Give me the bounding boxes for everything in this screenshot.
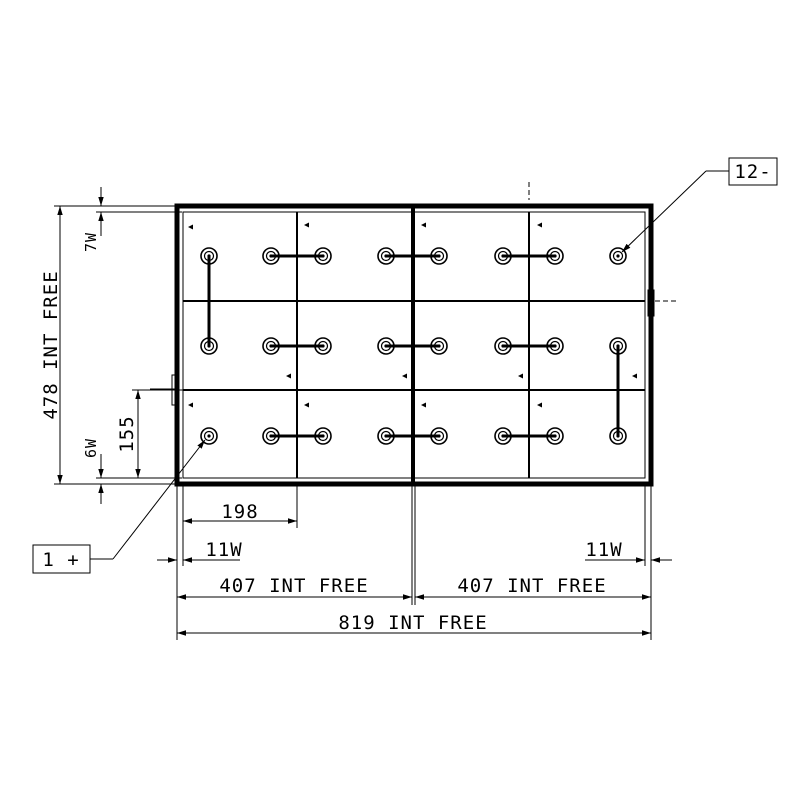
terminal-post xyxy=(430,247,448,265)
terminal-post xyxy=(609,247,627,265)
dimension-left-wall: 11W xyxy=(157,539,242,563)
terminal-post xyxy=(262,247,280,265)
dim-left-half-text: 407 INT FREE xyxy=(219,575,368,597)
vent-marker xyxy=(421,402,426,408)
dimension-row-height: 155 xyxy=(116,389,183,478)
vent-marker xyxy=(518,373,523,379)
dimension-extension-lines xyxy=(176,486,652,640)
terminal-post xyxy=(494,427,512,445)
vent-marker xyxy=(632,373,637,379)
terminal-posts xyxy=(200,247,627,445)
dim-row-height-text: 155 xyxy=(116,415,138,452)
dimension-right-half: 407 INT FREE xyxy=(415,575,651,600)
vent-marker xyxy=(402,373,407,379)
vent-marker xyxy=(188,402,193,408)
callout-negative-label: 12- xyxy=(734,161,771,183)
right-lug xyxy=(647,289,655,317)
terminal-post xyxy=(377,427,395,445)
terminal-post xyxy=(314,337,332,355)
vent-marker xyxy=(304,402,309,408)
terminal-post xyxy=(200,427,218,445)
dimension-total-width: 819 INT FREE xyxy=(177,612,651,636)
terminal-post xyxy=(314,247,332,265)
terminal-post xyxy=(494,247,512,265)
callout-positive-label: 1 + xyxy=(42,549,79,571)
terminal-post xyxy=(377,247,395,265)
dimension-left-half: 407 INT FREE xyxy=(177,575,412,600)
callout-negative: 12- xyxy=(621,157,778,253)
dimension-bottom-gap: 6W xyxy=(82,438,182,504)
terminal-post xyxy=(546,247,564,265)
terminal-post xyxy=(262,427,280,445)
terminal-post xyxy=(609,427,627,445)
dim-height-text: 478 INT FREE xyxy=(40,270,62,419)
vent-marker xyxy=(286,373,291,379)
dim-total-width-text: 819 INT FREE xyxy=(338,612,487,634)
terminal-post xyxy=(609,337,627,355)
dim-top-gap-text: 7W xyxy=(82,232,100,252)
tray-frame xyxy=(150,182,676,487)
dimension-right-wall: 11W xyxy=(585,539,672,563)
terminal-post xyxy=(200,247,218,265)
dim-left-wall-text: 11W xyxy=(205,539,242,561)
terminal-post xyxy=(200,337,218,355)
vent-marker xyxy=(537,222,542,228)
vent-marker xyxy=(304,222,309,228)
terminal-post xyxy=(546,427,564,445)
terminal-post xyxy=(314,427,332,445)
terminal-post xyxy=(546,337,564,355)
terminal-post xyxy=(430,337,448,355)
dim-bottom-gap-text: 6W xyxy=(82,438,100,458)
vent-markers xyxy=(188,222,637,408)
dimension-top-gap: 7W xyxy=(82,187,182,252)
callout-positive: 1 + xyxy=(32,439,206,574)
vent-marker xyxy=(537,402,542,408)
dimension-cell-width: 198 xyxy=(183,501,297,524)
vent-marker xyxy=(421,222,426,228)
callout-negative-leader xyxy=(621,170,707,253)
callout-positive-leader xyxy=(112,439,206,560)
terminal-post xyxy=(262,337,280,355)
terminal-post xyxy=(494,337,512,355)
dim-cell-width-text: 198 xyxy=(221,501,258,523)
dim-right-half-text: 407 INT FREE xyxy=(457,575,606,597)
dimension-height: 478 INT FREE xyxy=(40,205,176,485)
terminal-post xyxy=(377,337,395,355)
dim-right-wall-text: 11W xyxy=(585,539,622,561)
vent-marker xyxy=(188,224,193,230)
terminal-post xyxy=(430,427,448,445)
